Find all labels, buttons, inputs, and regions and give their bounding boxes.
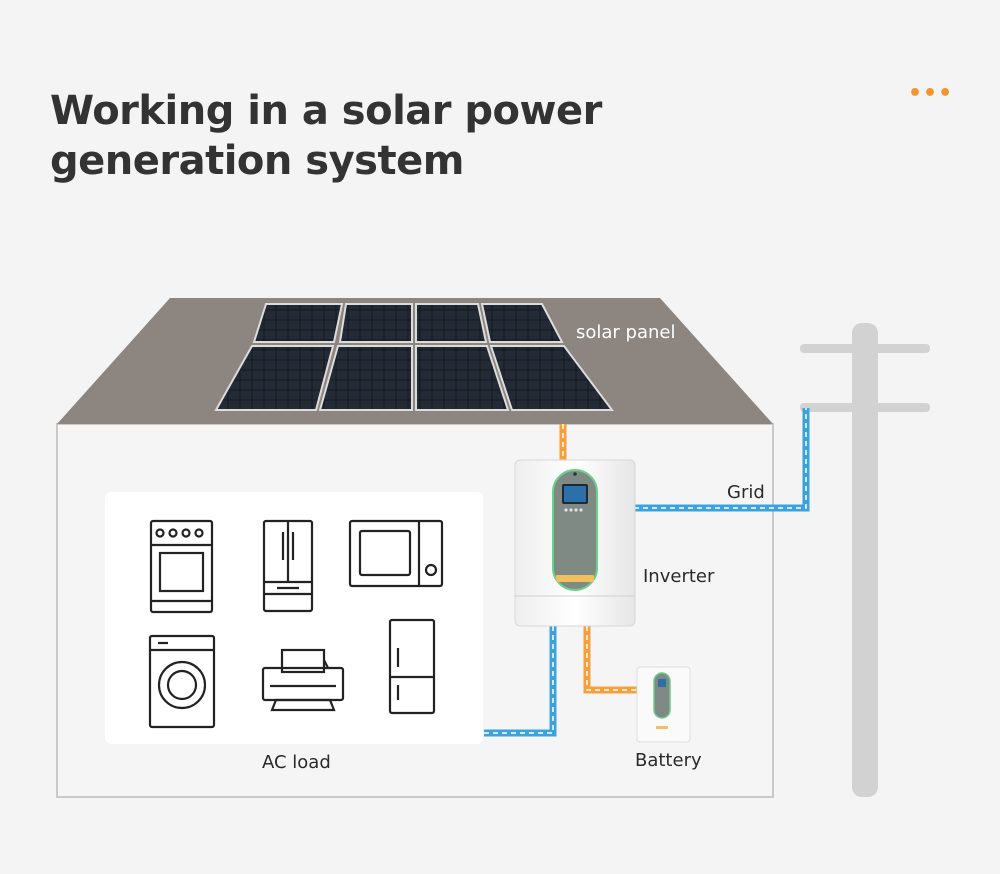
- solar-panel-array: [214, 303, 614, 411]
- inverter-label: Inverter: [643, 566, 715, 587]
- more-dots-icon[interactable]: •••: [908, 81, 954, 106]
- printer-icon: [261, 648, 345, 712]
- ac-load-panel: [105, 492, 483, 744]
- page-title: Working in a solar power generation syst…: [50, 88, 602, 184]
- ac-load-label: AC load: [262, 752, 331, 773]
- dc-line-battery: [583, 626, 638, 694]
- washing-machine-icon: [148, 634, 216, 729]
- fridge-icon: [262, 519, 314, 613]
- inverter-unit: [514, 459, 636, 627]
- battery-unit: [636, 666, 691, 743]
- solar-panel-label: solar panel: [576, 322, 676, 343]
- utility-pole: [800, 323, 930, 797]
- grid-label: Grid: [727, 482, 765, 503]
- ac-line-grid: [634, 408, 810, 512]
- ac-line-load: [484, 626, 557, 737]
- microwave-icon: [348, 519, 444, 588]
- battery-label: Battery: [635, 750, 702, 771]
- refrigerator-icon: [388, 618, 436, 715]
- stove-icon: [149, 519, 214, 614]
